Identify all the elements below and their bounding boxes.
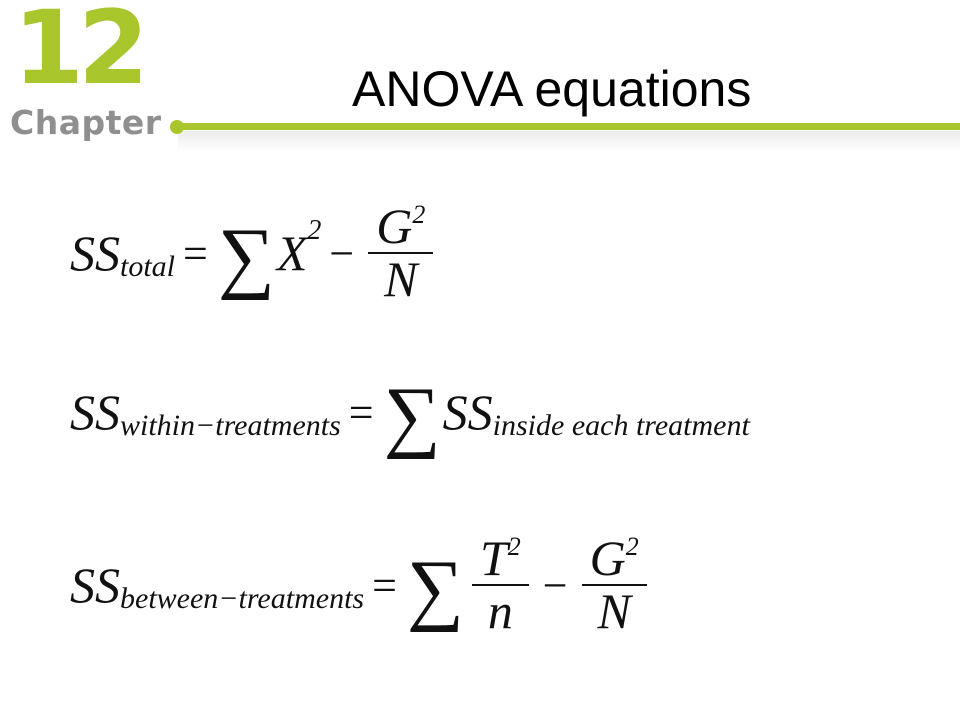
denominator-n: n xyxy=(487,583,513,639)
subscript: between−treatments xyxy=(120,582,365,615)
equation-ss-total: SS total = ∑ X 2 − G2 N xyxy=(70,200,439,306)
slide-title: ANOVA equations xyxy=(352,61,752,117)
title-rule xyxy=(178,123,960,130)
numerator-t: T xyxy=(479,530,508,586)
denominator-n-upper: N xyxy=(597,583,631,639)
fraction-bar xyxy=(368,252,434,254)
ss-symbol: SS xyxy=(70,384,120,440)
x-term: X xyxy=(276,225,308,281)
fraction-g2-over-n: G2 N xyxy=(581,530,647,639)
chapter-label: Chapter xyxy=(10,103,162,142)
minus-sign: − xyxy=(329,228,355,278)
numerator-exponent: 2 xyxy=(412,200,426,229)
x-exponent: 2 xyxy=(307,215,322,246)
fraction-g2-over-n: G2 N xyxy=(368,198,434,307)
title-rule-shadow xyxy=(178,131,960,153)
denominator-n: N xyxy=(384,251,418,307)
fraction-t2-over-n: T2 n xyxy=(471,530,529,639)
rhs-subscript: inside each treatment xyxy=(492,409,750,442)
sigma-symbol: ∑ xyxy=(406,545,464,633)
chapter-badge: 12 Chapter xyxy=(0,0,180,160)
ss-symbol: SS xyxy=(70,557,120,613)
numerator-exponent: 2 xyxy=(625,532,639,561)
minus-sign: − xyxy=(542,560,568,610)
numerator-g: G xyxy=(589,530,626,586)
title-rule-dot xyxy=(170,120,184,134)
rhs-ss-symbol: SS xyxy=(442,384,493,440)
subscript: within−treatments xyxy=(120,409,341,442)
equals-sign: = xyxy=(183,228,208,278)
equals-sign: = xyxy=(372,560,397,610)
sigma-symbol: ∑ xyxy=(217,213,275,301)
equation-ss-within: SS within−treatments = ∑ SS inside each … xyxy=(70,372,750,456)
equation-ss-between: SS between−treatments = ∑ T2 n − G2 N xyxy=(70,532,653,638)
subscript: total xyxy=(120,250,176,283)
equals-sign: = xyxy=(348,387,374,437)
chapter-number: 12 xyxy=(13,0,149,108)
fraction-bar xyxy=(471,584,529,586)
numerator-exponent: 2 xyxy=(507,532,521,561)
sigma-symbol: ∑ xyxy=(383,372,441,460)
ss-symbol: SS xyxy=(70,225,120,281)
numerator-g: G xyxy=(376,198,413,254)
fraction-bar xyxy=(581,584,647,586)
